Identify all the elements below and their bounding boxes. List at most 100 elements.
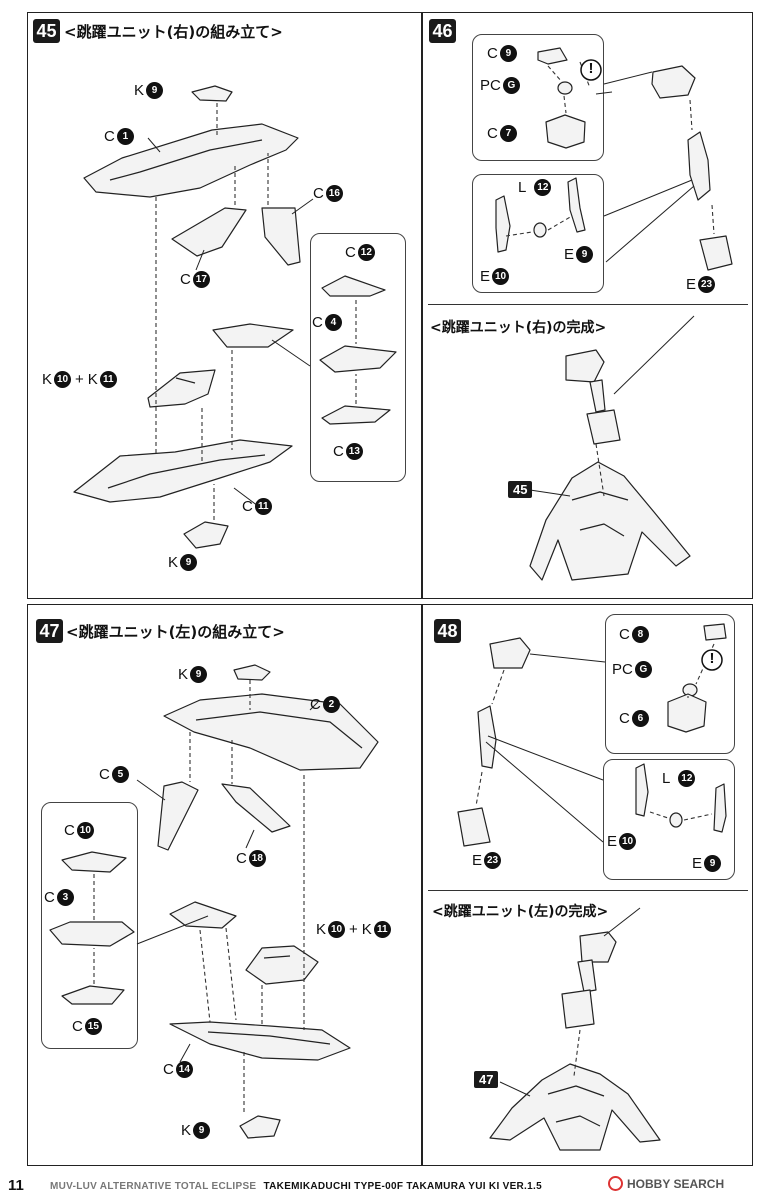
part-c-nozzle-cover <box>169 901 237 929</box>
step-48-warning-circle <box>701 649 723 671</box>
part-upper-cup-assembled <box>651 65 696 99</box>
part-k9-top-left <box>233 664 271 681</box>
part-e9-sub-left <box>713 783 727 833</box>
footer-kit-title: TAKEMIKADUCHI TYPE-00F TAKAMURA YUI KI V… <box>263 1181 542 1192</box>
step-47-number: 47 <box>36 619 63 643</box>
step-46-complete-title: <跳躍ユニット(右)の完成> <box>430 320 607 336</box>
part-k10-k11-nozzle <box>147 369 216 408</box>
part-k10-k11-nozzle-left <box>245 945 319 985</box>
part-e10-sub-left <box>635 763 649 817</box>
step-46-warning-icon: ! <box>588 60 594 77</box>
part-c6-cup <box>667 693 707 733</box>
part-c15-sub <box>61 985 125 1005</box>
part-c2-upper-hull <box>163 693 379 771</box>
unit-right-cup <box>565 349 605 383</box>
step-45-title: <跳躍ユニット(右)の組み立て> <box>64 23 283 41</box>
unit-left-e23 <box>561 989 595 1029</box>
part-e23 <box>699 235 733 271</box>
part-c12-sub <box>321 275 386 297</box>
step-48-number: 48 <box>434 619 461 643</box>
part-e23-left <box>457 807 491 847</box>
unit-left-cup <box>579 931 617 963</box>
part-k9-bottom-left <box>239 1115 281 1139</box>
unit-right-e23 <box>586 409 621 445</box>
part-c8-cap <box>703 623 727 641</box>
step-48-divider <box>428 890 748 892</box>
footer-series: MUV-LUV ALTERNATIVE TOTAL ECLIPSE <box>50 1181 257 1192</box>
part-c16 <box>261 207 301 266</box>
part-c10-sub <box>61 851 127 873</box>
unit-right-arm <box>589 379 606 413</box>
part-c13-sub <box>321 405 391 425</box>
step-48-warning-icon: ! <box>709 650 715 667</box>
unit-left-body <box>489 1063 661 1151</box>
part-c1-upper-hull <box>83 123 299 198</box>
hobby-search-watermark: HOBBY SEARCH <box>608 1176 724 1191</box>
part-c11-lower-hull <box>73 439 293 503</box>
callout-step-45: 45 <box>508 481 533 498</box>
step-45-number: 45 <box>33 19 60 43</box>
part-l12-ball <box>533 222 547 238</box>
part-c18 <box>221 783 291 833</box>
part-c3-sub <box>49 921 135 947</box>
part-c12 <box>212 323 294 348</box>
unit-left-arm <box>577 959 597 993</box>
part-e9-sub <box>567 177 586 233</box>
part-arm-joint <box>687 131 711 201</box>
hobby-search-logo-icon <box>608 1176 623 1191</box>
step-46-divider <box>428 304 748 306</box>
part-c7-cup <box>545 114 586 149</box>
footer-title: MUV-LUV ALTERNATIVE TOTAL ECLIPSE TAKEMI… <box>50 1181 542 1192</box>
part-c17 <box>171 207 247 257</box>
part-c9-cap <box>537 47 568 65</box>
unit-right-body <box>529 461 691 581</box>
step-48-complete-title: <跳躍ユニット(左)の完成> <box>432 904 609 920</box>
step-46-warning-circle <box>580 59 602 81</box>
part-c4-sub <box>319 345 397 373</box>
part-c5 <box>157 781 199 851</box>
part-k9-top <box>191 85 233 102</box>
callout-step-47: 47 <box>474 1071 499 1088</box>
page-number: 11 <box>8 1177 24 1194</box>
step-46-number: 46 <box>429 19 456 43</box>
part-e10-sub <box>495 195 511 253</box>
part-arm-joint-left <box>477 705 497 769</box>
part-pc-g-pin <box>557 81 573 95</box>
step-47-title: <跳躍ユニット(左)の組み立て> <box>66 623 285 641</box>
part-k9-bottom <box>183 521 229 549</box>
part-c14-lower-hull <box>169 1021 351 1061</box>
